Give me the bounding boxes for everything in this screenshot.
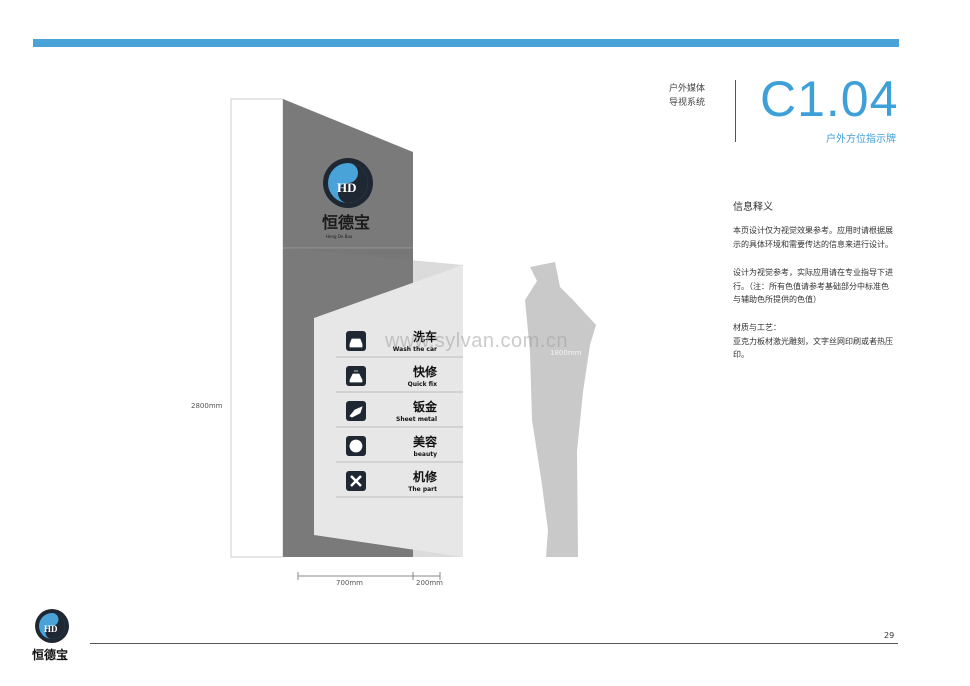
- info-paragraph-3: 材质与工艺：亚克力板材激光雕刻，文字丝网印刷或者热压印。: [733, 323, 893, 359]
- info-paragraph-2: 设计为视觉参考，实际应用请在专业指导下进行。（注：所有色值请参考基础部分中标准色…: [733, 268, 893, 304]
- footer-logo-text: 恒德宝: [32, 647, 68, 662]
- sign-item-label-cn: 洗车: [413, 329, 437, 344]
- sign-item-1: 快修 Quick fix: [336, 364, 463, 393]
- info-title: 信息释义: [733, 202, 773, 213]
- repair-tools-icon-glyph: [350, 475, 362, 487]
- sign-item-label-en: beauty: [414, 451, 438, 458]
- header-divider: [735, 80, 736, 142]
- sign-item-label-cn: 钣金: [413, 399, 438, 414]
- car-wash-icon-glyph: [349, 338, 363, 348]
- sign-item-label-cn: 美容: [413, 434, 437, 449]
- width-main-label: 700mm: [336, 579, 363, 587]
- page-number: 29: [884, 631, 895, 640]
- sign-logo-emblem: HD: [323, 158, 373, 208]
- person-height-label: 1800mm: [550, 349, 582, 357]
- logo-initials: HD: [337, 180, 357, 195]
- sign-items-list: 洗车 Wash the car 快修 Quick fix 钣金 Sheet metal 美容…: [336, 329, 463, 498]
- watermark-text: www.sylvan.com.cn: [385, 330, 568, 352]
- footer-line: [90, 643, 898, 644]
- page-subtitle: 户外方位指示牌: [826, 134, 896, 145]
- footer-logo: HD 恒德宝: [32, 609, 69, 662]
- width-side-label: 200mm: [416, 579, 443, 587]
- person-silhouette: [525, 262, 596, 557]
- svg-text:HD: HD: [44, 624, 58, 634]
- sign-item-0: 洗车 Wash the car: [336, 329, 463, 358]
- sign-item-label-en: Quick fix: [408, 381, 438, 388]
- category-label: 户外媒体 导视系统: [669, 84, 706, 108]
- page-code: C1.04: [760, 71, 899, 127]
- sign-logo-text: 恒德宝: [322, 213, 370, 232]
- quick-fix-icon-glyph: [349, 370, 363, 383]
- sign-item-3: 美容 beauty: [336, 434, 463, 463]
- beauty-icon-glyph: [349, 439, 363, 453]
- sign-item-4: 机修 The part: [336, 469, 463, 498]
- info-paragraph-1: 本页设计仅为视觉效果参考。应用时请根据展示的具体环境和需要传达的信息来进行设计。: [733, 226, 893, 249]
- sign-logo-pinyin: Heng De Bao: [326, 234, 353, 239]
- sign-item-label-cn: 快修: [413, 364, 438, 379]
- height-dimension-label: 2800mm: [191, 402, 223, 410]
- sign-item-label-en: The part: [408, 486, 437, 493]
- sign-item-label-en: Sheet metal: [396, 416, 437, 423]
- sign-item-2: 钣金 Sheet metal: [336, 399, 463, 428]
- sign-side-profile: [230, 98, 284, 558]
- sign-item-label-en: Wash the car: [393, 346, 437, 353]
- sheet-metal-icon-glyph: [349, 406, 363, 418]
- sign-item-label-cn: 机修: [413, 469, 438, 484]
- top-accent-bar: [33, 39, 899, 47]
